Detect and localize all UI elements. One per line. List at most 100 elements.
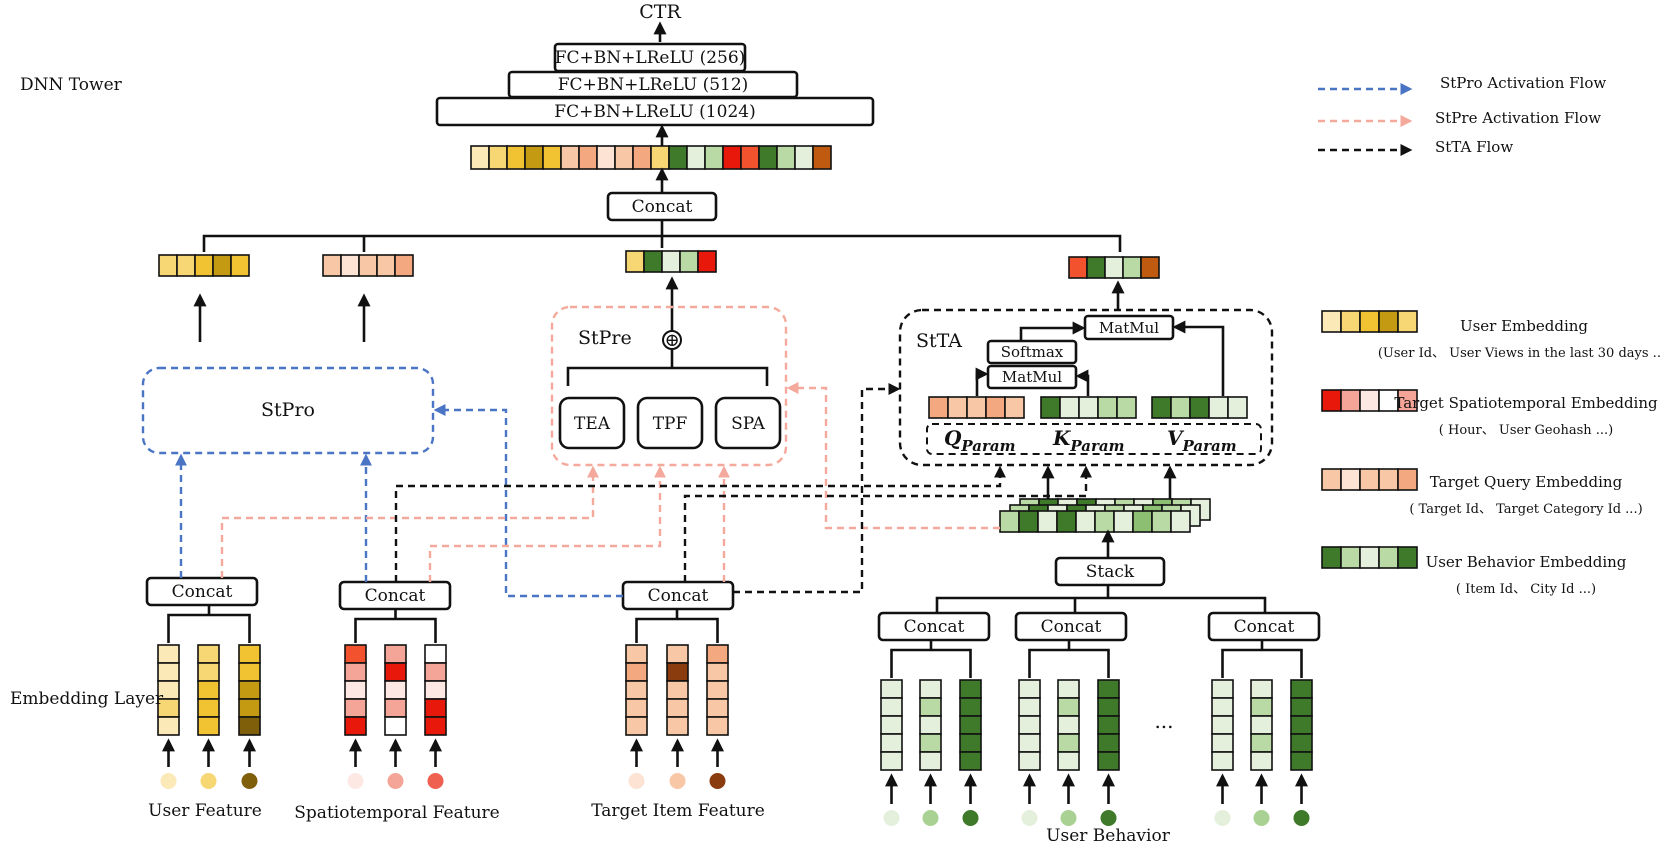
embedding-cell (880, 733, 903, 753)
embedding-cell (1057, 751, 1080, 771)
embedding-cell (919, 751, 942, 771)
embedding-cell (1250, 751, 1273, 771)
embedding-cell (666, 680, 689, 700)
legend-swatch-cell (1359, 310, 1380, 333)
embedding-cell (194, 254, 214, 277)
legend-swatch-cell (1340, 389, 1361, 412)
embedding-cell (1057, 733, 1080, 753)
column-bracket (167, 613, 251, 643)
feature-node (1293, 810, 1310, 826)
legend-swatch-cell (1397, 389, 1418, 412)
embedding-cell (758, 145, 778, 170)
embedding-cell (424, 662, 447, 682)
embedding-cell (384, 716, 407, 736)
embedding-cell (384, 680, 407, 700)
legend-swatch-cell (1321, 468, 1342, 491)
feature-node (160, 773, 177, 789)
column-bracket (890, 648, 972, 678)
behavior-ellipsis: ... (1154, 709, 1173, 733)
embedding-cell (661, 250, 681, 273)
feature-node (241, 773, 258, 789)
legend-swatch-cell (1378, 310, 1399, 333)
stpre-module (550, 305, 788, 467)
embedding-cell (238, 644, 261, 664)
embedding-cell (1116, 396, 1137, 419)
embedding-layer-label: Embedding Layer (10, 689, 164, 709)
legend-stpre-label: StPre Activation Flow (1435, 109, 1601, 127)
embedding-cell (506, 145, 526, 170)
embedding-cell (697, 250, 717, 273)
column-bracket (354, 617, 437, 643)
legend-target-q-emb: Target Query Embedding (1430, 473, 1623, 491)
embedding-cell (384, 644, 407, 664)
k-param-embedding (1040, 396, 1137, 419)
column-bracket (1221, 648, 1303, 678)
column-bracket (635, 617, 719, 643)
stpro-label: StPro (261, 399, 315, 421)
embedding-cell (959, 751, 982, 771)
embedding-cell (1170, 510, 1191, 533)
embedding-cell (1097, 679, 1120, 699)
stack-branch-line (935, 596, 1267, 613)
embedding-cell (880, 697, 903, 717)
output-query-embedding (322, 254, 414, 277)
embedding-cell (632, 145, 652, 170)
embedding-cell (1211, 679, 1234, 699)
embedding-cell (1094, 510, 1115, 533)
embedding-cell (880, 715, 903, 735)
embedding-cell (959, 715, 982, 735)
embedding-cell (1040, 396, 1061, 419)
embedding-cell (919, 733, 942, 753)
embedding-cell (625, 644, 648, 664)
embedding-cell (344, 644, 367, 664)
embedding-cell (1122, 256, 1142, 279)
legend-swatch-cell (1340, 468, 1361, 491)
embedding-cell (625, 716, 648, 736)
embedding-cell (524, 145, 544, 170)
embedding-cell (919, 715, 942, 735)
embedding-cell (947, 396, 968, 419)
embedding-cell (625, 250, 645, 273)
embedding-cell (706, 644, 729, 664)
matmul-top-label: MatMul (1099, 319, 1159, 337)
tpf-box (636, 396, 704, 450)
k-to-matmul-arrow (1075, 369, 1090, 396)
softmax-box (986, 339, 1078, 365)
stta-flow-spatio (394, 465, 1006, 582)
embedding-cell (1059, 396, 1080, 419)
embedding-cell (1250, 679, 1273, 699)
embedding-cell (197, 716, 220, 736)
output-stpre-embedding (625, 250, 717, 273)
embedding-cell (959, 697, 982, 717)
legend-swatch-cell (1378, 468, 1399, 491)
embedding-cell (1211, 715, 1234, 735)
embedding-cell (959, 733, 982, 753)
embedding-cell (1018, 697, 1041, 717)
embedding-cell (157, 716, 180, 736)
embedding-cell (686, 145, 706, 170)
embedding-cell (488, 145, 508, 170)
embedding-cell (238, 662, 261, 682)
embedding-cell (384, 662, 407, 682)
embedding-cell (1097, 697, 1120, 717)
target-feature-label: Target Item Feature (591, 801, 765, 821)
blue-flow-target (433, 404, 623, 598)
sum-node (662, 330, 682, 350)
embedding-cell (238, 680, 261, 700)
embedding-cell (238, 698, 261, 718)
embedding-cell (1018, 679, 1041, 699)
embedding-cell (919, 679, 942, 699)
embedding-cell (1018, 751, 1041, 771)
spa-box (714, 396, 782, 450)
v-param-embedding (1151, 396, 1248, 419)
embedding-cell (625, 698, 648, 718)
embedding-cell (1113, 510, 1134, 533)
embedding-cell (1140, 256, 1160, 279)
embedding-cell (344, 680, 367, 700)
embedding-cell (706, 716, 729, 736)
feature-node (709, 773, 726, 789)
embedding-cell (1132, 510, 1153, 533)
stack-box (1054, 556, 1166, 587)
embedding-cell (1290, 679, 1313, 699)
